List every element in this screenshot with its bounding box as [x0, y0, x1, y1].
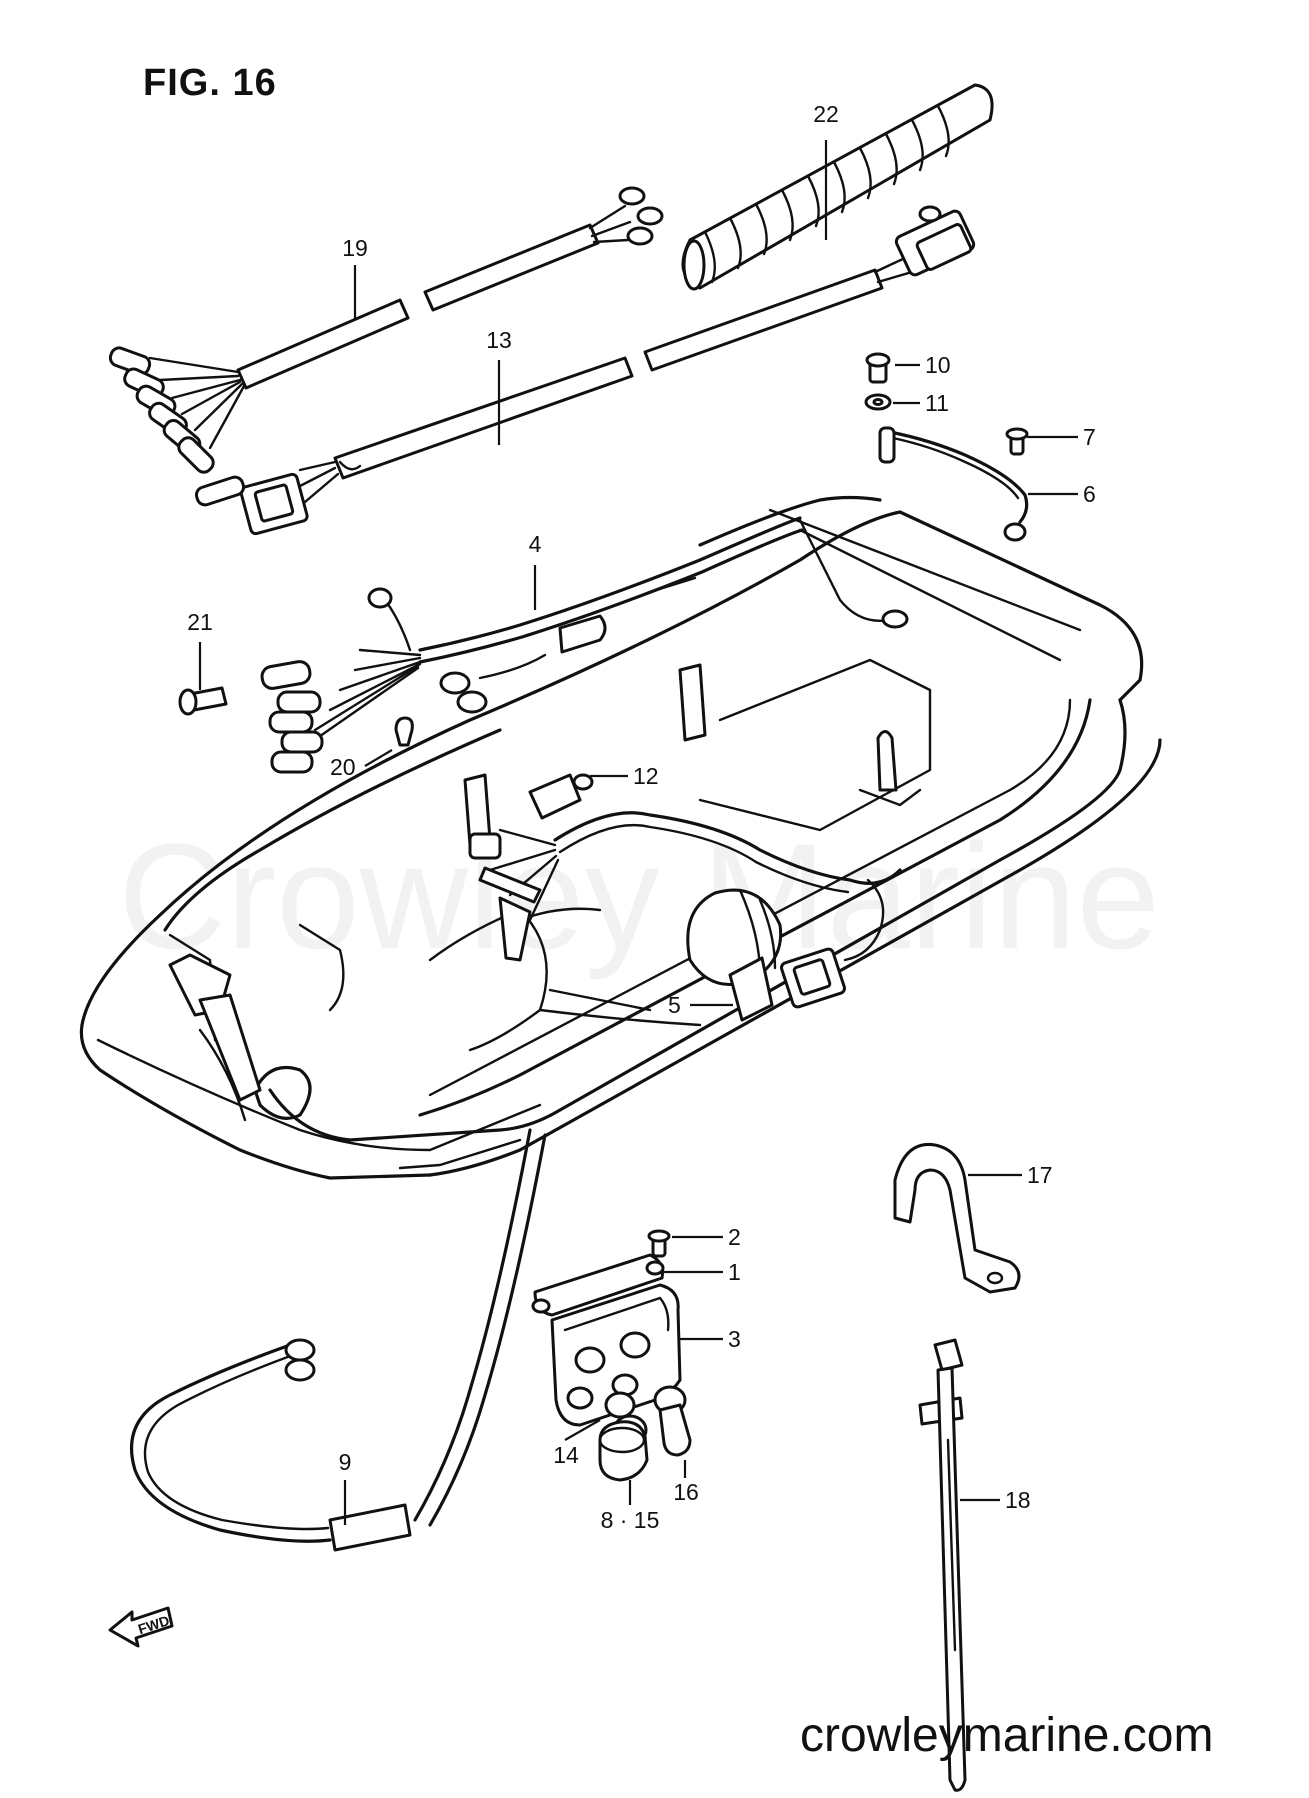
- part-8-15-plug: [598, 1420, 649, 1482]
- callout-14: 14: [553, 1442, 579, 1468]
- part-13-harness: [194, 205, 976, 536]
- part-19-harness: [108, 186, 664, 474]
- part-18-cable-tie: [918, 1338, 967, 1792]
- part-21-bolt: [178, 686, 228, 716]
- callout-6: 6: [1083, 481, 1096, 507]
- callout-10: 10: [925, 352, 951, 378]
- figure-title: FIG. 16: [143, 62, 277, 104]
- part-12-clamp: [528, 773, 594, 820]
- callout-8-15: 8 · 15: [601, 1507, 660, 1533]
- lower-cowling: [79, 495, 1162, 1180]
- callout-7: 7: [1083, 424, 1096, 450]
- part-9-battery-cable: [130, 1128, 547, 1552]
- part-17-clamp: [893, 1142, 1021, 1294]
- callout-5: 5: [668, 992, 681, 1018]
- callout-leaders: [198, 140, 1078, 1525]
- callout-16: 16: [673, 1479, 699, 1505]
- part-20-clip: [394, 716, 414, 747]
- callout-4: 4: [529, 531, 542, 557]
- site-url[interactable]: crowleymarine.com: [800, 1709, 1214, 1762]
- part-5-inner-harness: [468, 811, 902, 1022]
- callout-2: 2: [728, 1224, 741, 1250]
- callout-19: 19: [342, 235, 368, 261]
- callout-1: 1: [728, 1259, 741, 1285]
- callout-17: 17: [1027, 1162, 1053, 1188]
- part-6-ground-lead: [878, 426, 1029, 542]
- callout-11: 11: [925, 390, 949, 416]
- callout-labels: 22 19 13 10 11 7 6 4 21 20 12 5 17 2 1 3…: [187, 101, 1096, 1533]
- watermark: Crowley Marine: [118, 812, 1160, 980]
- part-22-spiral-wrap: [681, 83, 994, 291]
- part-2-screw: [647, 1229, 671, 1258]
- part-16-plug: [653, 1385, 692, 1457]
- part-7-screw: [1005, 427, 1029, 456]
- callout-22: 22: [813, 101, 839, 127]
- fwd-arrow-icon: [108, 1606, 174, 1648]
- callout-21: 21: [187, 609, 213, 635]
- part-1-plate: [531, 1253, 665, 1317]
- part-10-bolt: [865, 352, 891, 384]
- part-4-main-harness: [260, 516, 909, 774]
- callout-12: 12: [633, 763, 659, 789]
- callout-9: 9: [339, 1449, 352, 1475]
- callout-18: 18: [1005, 1487, 1031, 1513]
- callout-13: 13: [486, 327, 512, 353]
- callout-20: 20: [330, 754, 356, 780]
- callout-3: 3: [728, 1326, 741, 1352]
- part-11-washer: [864, 393, 892, 411]
